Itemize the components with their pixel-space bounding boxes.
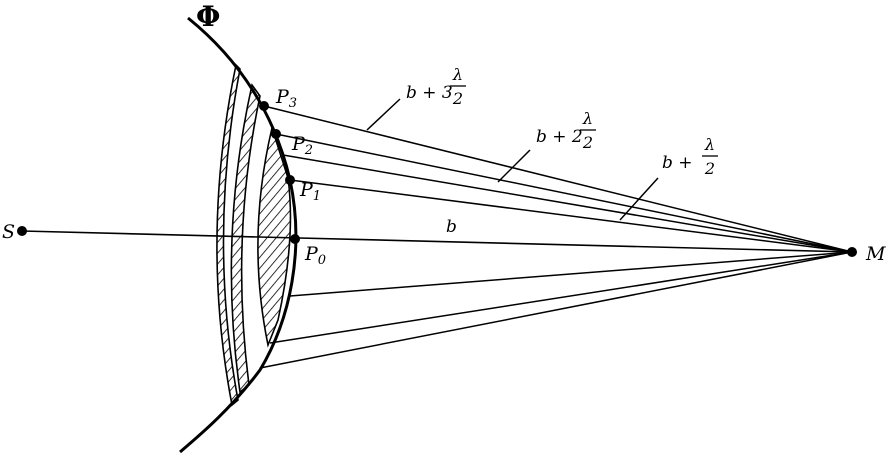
wavefront-arc <box>179 16 298 454</box>
point-label-p0: P0 <box>304 243 326 268</box>
point-label-p2: P2 <box>291 133 313 158</box>
distance-label-b: b <box>446 217 457 237</box>
distance-prefix: b + <box>662 153 693 173</box>
observer-point-m <box>847 247 857 257</box>
observer-label: M <box>865 243 886 265</box>
distance-label-b-plus-2-half-lambda: b + 2 λ 2 <box>536 109 596 152</box>
distance-label-b-plus-half-lambda: b + λ 2 <box>662 135 718 178</box>
point-label-p1: P1 <box>299 179 321 204</box>
distance-numerator: λ <box>452 65 463 84</box>
ray-p3 <box>263 105 853 253</box>
hatched-zone-middle <box>230 83 261 394</box>
label-leaders <box>366 98 659 221</box>
hatched-zone-outer <box>216 63 241 407</box>
point-p2 <box>271 129 281 139</box>
point-p3 <box>259 101 269 111</box>
distance-label-b-plus-3-half-lambda: b + 3 λ 2 <box>406 65 466 108</box>
ray-p1 <box>289 179 853 253</box>
distance-prefix: b + 3 <box>406 83 453 103</box>
source-label: S <box>2 221 15 243</box>
source-point-s <box>17 226 27 236</box>
ray-lower-1 <box>289 251 853 297</box>
axis-line-s-to-m <box>21 230 853 253</box>
point-label-p3: P3 <box>275 86 297 111</box>
ray-lower-2 <box>269 251 853 344</box>
distance-denominator: 2 <box>704 159 715 178</box>
rays <box>259 105 853 369</box>
point-p1 <box>285 175 295 185</box>
leader-b-plus-half-lambda <box>619 177 659 221</box>
leader-b-plus-3-half-lambda <box>366 98 401 131</box>
distance-denominator: 2 <box>582 133 593 152</box>
distance-prefix: b + 2 <box>536 127 583 147</box>
point-p0 <box>290 234 300 244</box>
ray-lower-3 <box>259 251 853 369</box>
ray-p2 <box>282 154 853 253</box>
hatched-zone-inner <box>257 125 292 348</box>
distance-denominator: 2 <box>452 89 463 108</box>
leader-b-plus-2-half-lambda <box>497 149 531 183</box>
wavefront-label: Φ <box>196 0 220 33</box>
distance-numerator: λ <box>704 135 715 154</box>
ray-between-p3-p2 <box>275 133 853 253</box>
distance-numerator: λ <box>582 109 593 128</box>
